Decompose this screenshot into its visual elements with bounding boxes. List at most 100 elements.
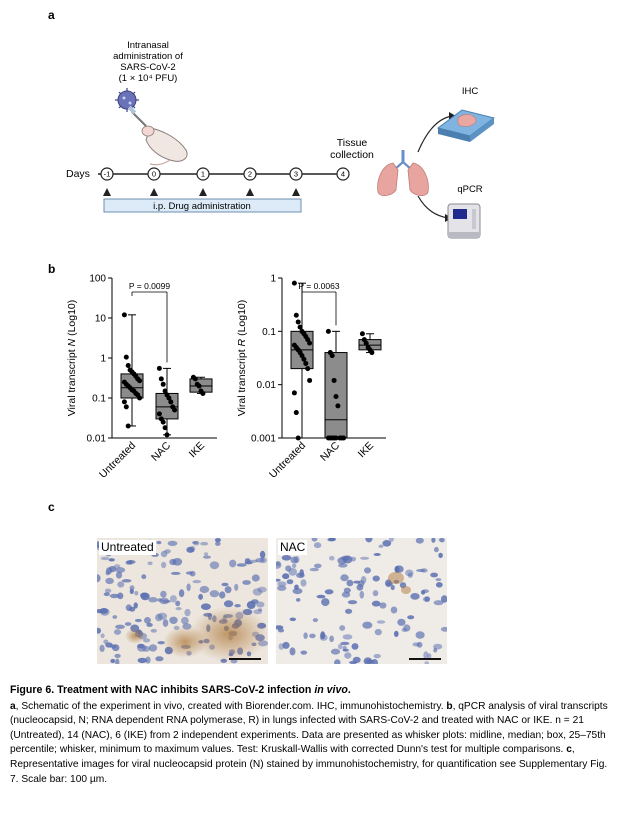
admin-text: Intranasal administration of SARS-CoV-2 … — [113, 40, 183, 84]
data-point — [331, 377, 337, 383]
x-tick-label: Untreated — [267, 440, 308, 481]
data-point — [121, 399, 127, 405]
day-marker-label: 4 — [341, 170, 345, 179]
nucleus — [282, 641, 290, 649]
nucleus — [277, 581, 287, 587]
nucleus — [100, 556, 110, 561]
nucleus — [259, 550, 266, 559]
nucleus — [147, 561, 153, 566]
admin-text-line: Intranasal — [127, 40, 169, 51]
nucleus — [338, 563, 348, 568]
day-markers: -1 0 1 2 3 4 — [100, 167, 350, 196]
nucleus — [148, 597, 158, 603]
nucleus — [143, 638, 151, 643]
y-axis-label-part: Viral transcript — [66, 346, 78, 416]
nucleus — [190, 545, 196, 553]
nucleus — [108, 566, 117, 573]
nucleus — [209, 561, 220, 570]
nucleus — [108, 558, 115, 562]
micrograph-untreated: Untreated — [97, 538, 268, 664]
nucleus — [242, 580, 251, 585]
nucleus — [117, 592, 124, 600]
data-point — [335, 403, 341, 409]
nucleus — [200, 603, 211, 610]
data-point — [293, 410, 299, 416]
nucleus — [150, 628, 157, 633]
nucleus — [290, 556, 299, 564]
data-point — [297, 324, 303, 330]
nucleus — [394, 630, 399, 637]
nucleus — [341, 591, 351, 598]
arrow-to-ihc — [417, 115, 453, 153]
lungs-icon — [377, 150, 429, 196]
nucleus — [347, 600, 358, 605]
nucleus — [373, 654, 381, 659]
nucleus — [160, 590, 167, 598]
nucleus — [342, 634, 353, 640]
data-point — [121, 312, 127, 318]
y-axis-label-part: R — [236, 338, 248, 346]
nucleus — [311, 538, 318, 542]
nucleus — [234, 583, 239, 591]
nucleus — [141, 574, 147, 580]
y-tick-label: 100 — [89, 274, 106, 285]
tissue-text-line: collection — [330, 149, 374, 161]
panel-letter-a: a — [48, 8, 55, 22]
nucleus — [193, 540, 200, 546]
nucleus — [379, 602, 387, 609]
data-point — [156, 365, 162, 371]
nucleus — [246, 601, 256, 609]
nucleus — [157, 612, 168, 620]
nucleus — [277, 585, 287, 591]
nucleus — [433, 647, 438, 653]
nucleus — [292, 588, 303, 595]
data-point — [369, 350, 375, 356]
nucleus — [434, 546, 439, 553]
ihc-label: IHC — [462, 86, 479, 97]
nucleus — [431, 538, 436, 543]
nucleus — [251, 574, 260, 582]
nucleus — [346, 579, 354, 587]
nucleus — [113, 629, 122, 635]
nucleus — [125, 560, 132, 565]
data-point — [162, 425, 168, 431]
nucleus — [110, 644, 117, 649]
data-point — [291, 390, 297, 396]
nucleus — [157, 598, 163, 602]
nucleus — [378, 544, 384, 548]
data-point — [158, 376, 164, 382]
x-tick-label: NAC — [318, 439, 342, 463]
data-point — [303, 360, 309, 366]
nucleus — [133, 602, 138, 609]
nucleus — [110, 658, 116, 664]
nucleus — [321, 598, 330, 607]
nucleus — [223, 600, 234, 608]
nucleus — [281, 555, 292, 561]
nucleus — [360, 556, 370, 560]
tissue-text-line: Tissue — [337, 137, 368, 149]
caption-text-b: , qPCR analysis of viral transcripts (nu… — [10, 700, 608, 756]
nucleus — [372, 590, 379, 597]
nucleus — [129, 585, 135, 591]
nucleus — [145, 656, 151, 664]
nucleus — [144, 617, 151, 624]
x-tick-label: Untreated — [97, 440, 138, 481]
caption-text-c: , Representative images for viral nucleo… — [10, 744, 608, 785]
nucleus — [236, 563, 247, 567]
nucleus — [175, 600, 181, 607]
nucleus — [134, 618, 142, 623]
virus-icon — [115, 88, 139, 112]
nucleus — [97, 627, 101, 634]
y-tick-label: 0.001 — [251, 434, 276, 445]
arrowhead — [292, 188, 300, 196]
nucleus — [373, 553, 381, 556]
data-point — [172, 407, 178, 413]
nucleus — [200, 541, 209, 546]
day-marker: 3 — [289, 167, 303, 196]
nucleus — [430, 572, 438, 578]
micrograph-nac: NAC — [276, 538, 447, 664]
nucleus — [100, 633, 105, 639]
drug-bar-label: i.p. Drug administration — [153, 201, 251, 212]
nucleus — [203, 552, 209, 556]
nucleus — [300, 650, 308, 655]
